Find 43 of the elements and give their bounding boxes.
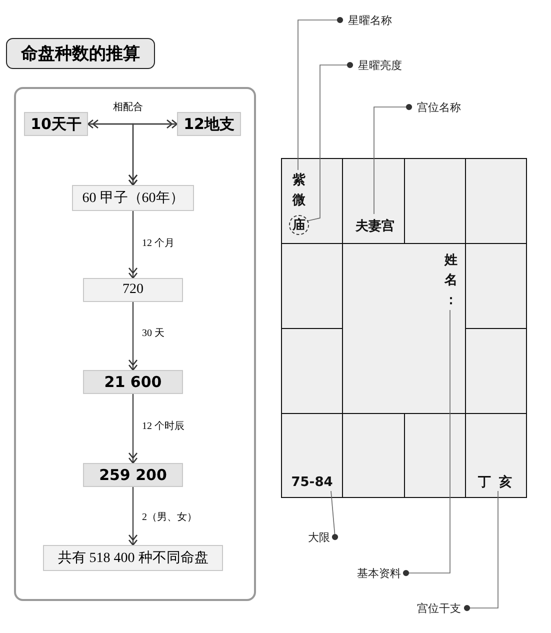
flow-box: 21 600 [83,370,183,394]
chart-text: 紫微 [290,171,308,211]
callout-label: 星曜名称 [340,12,400,28]
chart-cell [342,158,405,244]
leader-line [298,16,344,170]
chart-text: 丁亥 [477,472,521,492]
chart-cell [342,243,466,414]
flow-box: 259 200 [83,463,183,487]
chart-cell [281,158,343,244]
heading: 命盘种数的推算 [6,38,155,69]
chart-cell [465,158,527,244]
flow-box: 720 [83,278,183,302]
edge-label: 12 个时辰 [141,419,186,433]
chart-cell [281,243,343,329]
leader-line [402,310,450,576]
leader-line [306,62,354,222]
edge-label: 相配合 [112,100,144,114]
chart-cell [465,243,527,329]
callout-label: 基本资料 [352,565,406,581]
chart-text: 夫妻宫 [347,215,403,237]
flow-box: 12地支 [177,112,241,136]
chart-cell [465,413,527,498]
callout-label: 宫位干支 [411,600,467,616]
circled-text: 庙 [289,215,309,235]
callout-label: 宫位名称 [409,99,469,115]
edge-label: 12 个月 [141,236,176,250]
leader-line [330,490,338,540]
chart-cell [404,158,466,244]
chart-cell [281,413,343,498]
leader-line [464,490,498,612]
chart-cell [465,328,527,414]
chart-cell [404,413,466,498]
flow-box: 10天干 [24,112,88,136]
chart-text: 75-84 [289,472,335,492]
callout-label: 星曜亮度 [350,57,410,73]
chart-cell [342,413,405,498]
chart-cell [281,328,343,414]
callout-label: 大限 [303,529,335,545]
leader-line [374,104,412,214]
flow-box: 60 甲子（60年） [72,185,194,211]
chart-text: 姓名： [442,251,460,311]
flow-box: 共有 518 400 种不同命盘 [43,545,223,571]
edge-label: 30 天 [141,326,166,340]
